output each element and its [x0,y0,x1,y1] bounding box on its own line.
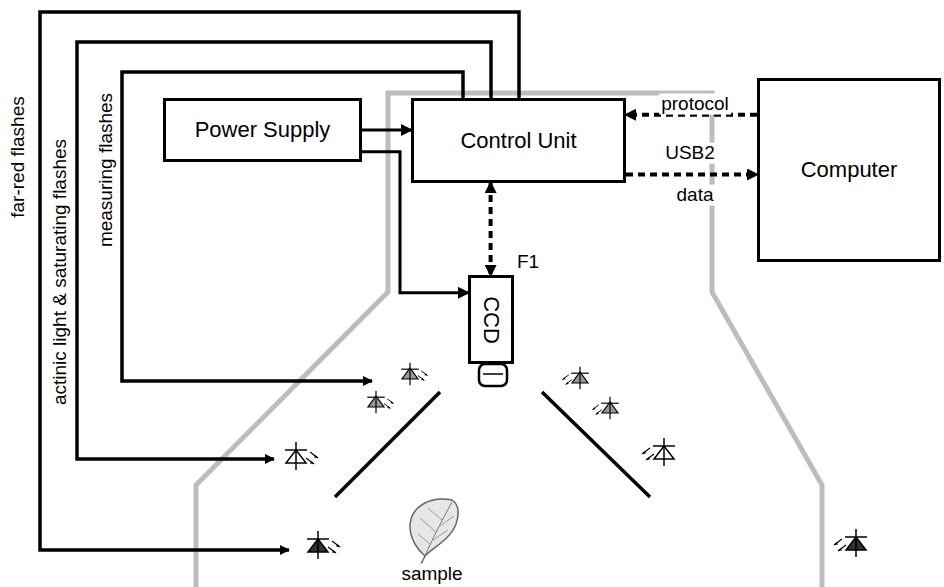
wire-label: actinic light & saturating flashes [50,137,71,407]
ccd-lens [479,364,507,386]
measuring-led [401,363,427,385]
power-supply-box: Power Supply [163,98,362,162]
data-link [626,173,757,177]
edge-label: data [675,185,716,206]
ccd-camera: CCD [468,275,514,364]
bus-label: USB2 [663,143,717,164]
computer-box: Computer [757,78,941,262]
far-red-wire [40,12,519,550]
box-label: CCD [478,296,504,344]
power-line [362,129,411,132]
far-red-led [307,531,340,559]
measuring-led [592,397,618,419]
actinic-led [642,438,675,466]
control-unit-box: Control Unit [411,98,626,183]
sample-label: sample [399,564,464,585]
reflector [542,392,650,497]
measuring-led [562,367,588,389]
measuring-led [367,391,393,413]
box-label: Computer [801,157,898,183]
leaf-sample [410,499,458,566]
box-label: Control Unit [460,128,576,154]
box-label: Power Supply [195,117,331,143]
wire-label: far-red flashes [8,94,29,219]
wire-label: measuring flashes [96,91,117,249]
data-link [489,183,493,275]
edge-label: protocol [659,94,731,115]
far-red-led [834,529,867,557]
housing-outline [196,93,822,587]
connector-label: F1 [515,252,541,273]
actinic-led [285,442,318,470]
ccd-lens [483,373,503,375]
